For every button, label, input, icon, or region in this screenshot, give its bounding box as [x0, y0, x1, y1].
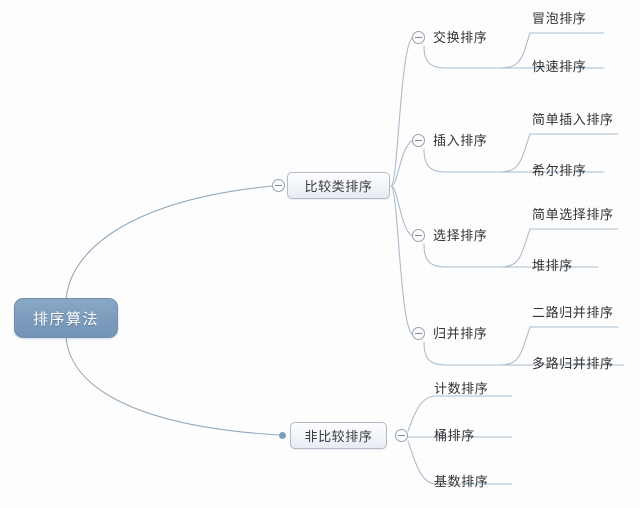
toggle-noncompare[interactable] [395, 429, 408, 442]
leaf-quick-sort[interactable]: 快速排序 [532, 56, 586, 75]
leaf-radix-sort-label: 基数排序 [434, 475, 489, 490]
leaf-two-way-merge-sort-label: 二路归并排序 [532, 306, 614, 321]
leaf-counting-sort[interactable]: 计数排序 [434, 378, 488, 397]
root-node[interactable]: 排序算法 [14, 298, 118, 338]
leaf-simple-selection-sort-label: 简单选择排序 [532, 208, 614, 223]
node-compare-sorting-label: 比较类排序 [304, 180, 373, 195]
anchor-dot-noncompare [279, 432, 286, 439]
leaf-heap-sort[interactable]: 堆排序 [532, 255, 573, 274]
toggle-compare[interactable] [272, 179, 285, 192]
leaf-bubble-sort-label: 冒泡排序 [532, 12, 587, 27]
node-insertion-sort[interactable]: 插入排序 [433, 130, 487, 149]
leaf-two-way-merge-sort[interactable]: 二路归并排序 [532, 302, 614, 321]
leaf-multi-way-merge-sort[interactable]: 多路归并排序 [532, 353, 614, 372]
node-exchange-sort[interactable]: 交换排序 [433, 27, 487, 46]
node-compare-sorting[interactable]: 比较类排序 [287, 172, 390, 199]
node-exchange-sort-label: 交换排序 [433, 31, 488, 46]
leaf-radix-sort[interactable]: 基数排序 [434, 471, 488, 490]
leaf-counting-sort-label: 计数排序 [434, 382, 489, 397]
toggle-insertion-sort[interactable] [412, 134, 425, 147]
node-noncompare-sorting[interactable]: 非比较排序 [290, 422, 387, 449]
toggle-exchange-sort[interactable] [412, 31, 425, 44]
leaf-bucket-sort-label: 桶排序 [434, 429, 475, 444]
leaf-multi-way-merge-sort-label: 多路归并排序 [532, 357, 614, 372]
root-node-label: 排序算法 [32, 309, 99, 328]
toggle-selection-sort[interactable] [412, 229, 425, 242]
leaf-shell-sort-label: 希尔排序 [532, 164, 587, 179]
node-merge-sort[interactable]: 归并排序 [433, 323, 487, 342]
node-selection-sort-label: 选择排序 [433, 229, 488, 244]
node-noncompare-sorting-label: 非比较排序 [304, 430, 373, 445]
node-insertion-sort-label: 插入排序 [433, 134, 488, 149]
leaf-heap-sort-label: 堆排序 [532, 259, 573, 274]
node-selection-sort[interactable]: 选择排序 [433, 225, 487, 244]
leaf-simple-selection-sort[interactable]: 简单选择排序 [532, 204, 614, 223]
leaf-quick-sort-label: 快速排序 [532, 60, 587, 75]
leaf-bubble-sort[interactable]: 冒泡排序 [532, 8, 586, 27]
leaf-simple-insertion-sort-label: 简单插入排序 [532, 113, 614, 128]
toggle-merge-sort[interactable] [412, 327, 425, 340]
node-merge-sort-label: 归并排序 [433, 327, 488, 342]
leaf-simple-insertion-sort[interactable]: 简单插入排序 [532, 109, 614, 128]
leaf-shell-sort[interactable]: 希尔排序 [532, 160, 586, 179]
leaf-bucket-sort[interactable]: 桶排序 [434, 425, 475, 444]
